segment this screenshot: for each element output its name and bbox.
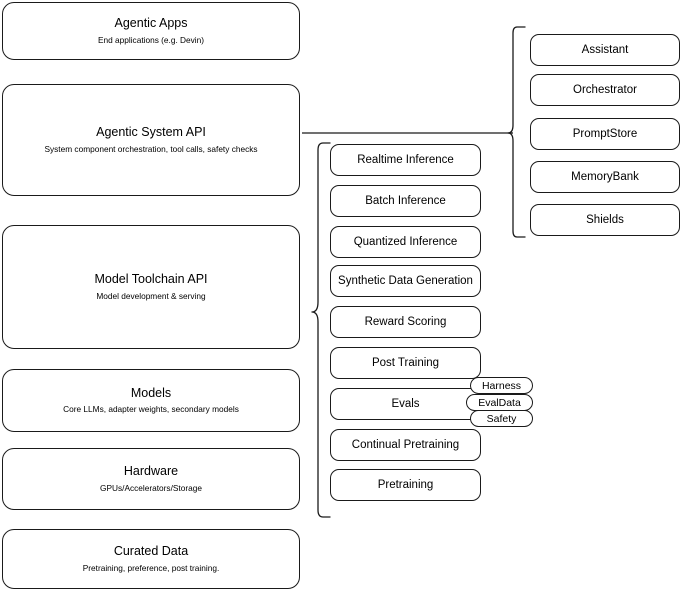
toolchain-capability-quantized-inference[interactable]: Quantized Inference bbox=[330, 226, 481, 258]
system-component-shields[interactable]: Shields bbox=[530, 204, 680, 236]
brace-path bbox=[311, 142, 331, 518]
brace-path bbox=[507, 26, 526, 238]
toolchain-capability-realtime-inference[interactable]: Realtime Inference bbox=[330, 144, 481, 176]
eval-subcomponent-evaldata[interactable]: EvalData bbox=[466, 394, 533, 411]
eval-subcomponent-harness[interactable]: Harness bbox=[470, 377, 533, 394]
layer-box-agentic-system-api[interactable]: Agentic System API System component orch… bbox=[2, 84, 300, 196]
layer-title: Curated Data bbox=[113, 544, 189, 559]
system-component-label: Orchestrator bbox=[573, 83, 637, 96]
toolchain-capability-label: Synthetic Data Generation bbox=[338, 274, 473, 287]
system-component-label: PromptStore bbox=[572, 127, 638, 140]
layer-box-curated-data[interactable]: Curated Data Pretraining, preference, po… bbox=[2, 529, 300, 589]
toolchain-capability-label: Evals bbox=[391, 397, 420, 410]
layer-subtitle: Pretraining, preference, post training. bbox=[82, 562, 220, 573]
system-component-label: Shields bbox=[586, 213, 624, 226]
toolchain-capability-label: Reward Scoring bbox=[364, 315, 447, 328]
layer-subtitle: Model development & serving bbox=[96, 290, 206, 301]
brace-system-components bbox=[507, 26, 526, 238]
toolchain-capability-batch-inference[interactable]: Batch Inference bbox=[330, 185, 481, 217]
layer-box-agentic-apps[interactable]: Agentic Apps End applications (e.g. Devi… bbox=[2, 2, 300, 60]
layer-box-models[interactable]: Models Core LLMs, adapter weights, secon… bbox=[2, 369, 300, 432]
system-component-promptstore[interactable]: PromptStore bbox=[530, 118, 680, 150]
system-component-label: Assistant bbox=[581, 43, 629, 56]
layer-box-hardware[interactable]: Hardware GPUs/Accelerators/Storage bbox=[2, 448, 300, 510]
layer-title: Agentic System API bbox=[96, 125, 206, 140]
toolchain-capability-synthetic-data-generation[interactable]: Synthetic Data Generation bbox=[330, 265, 481, 297]
toolchain-capability-evals[interactable]: Evals bbox=[330, 388, 481, 420]
system-component-orchestrator[interactable]: Orchestrator bbox=[530, 74, 680, 106]
toolchain-capability-label: Continual Pretraining bbox=[351, 438, 460, 451]
toolchain-capability-label: Batch Inference bbox=[365, 194, 446, 207]
toolchain-capability-pretraining[interactable]: Pretraining bbox=[330, 469, 481, 501]
toolchain-capability-continual-pretraining[interactable]: Continual Pretraining bbox=[330, 429, 481, 461]
system-component-assistant[interactable]: Assistant bbox=[530, 34, 680, 66]
layer-box-model-toolchain-api[interactable]: Model Toolchain API Model development & … bbox=[2, 225, 300, 349]
system-component-memorybank[interactable]: MemoryBank bbox=[530, 161, 680, 193]
toolchain-capability-label: Post Training bbox=[371, 356, 440, 369]
layer-subtitle: Core LLMs, adapter weights, secondary mo… bbox=[63, 404, 239, 415]
layer-subtitle: System component orchestration, tool cal… bbox=[44, 143, 258, 154]
eval-subcomponent-safety[interactable]: Safety bbox=[470, 410, 533, 427]
layer-subtitle: GPUs/Accelerators/Storage bbox=[100, 482, 202, 493]
toolchain-capability-label: Realtime Inference bbox=[357, 153, 454, 166]
layer-title: Agentic Apps bbox=[114, 16, 188, 31]
toolchain-capability-post-training[interactable]: Post Training bbox=[330, 347, 481, 379]
layer-title: Hardware bbox=[123, 464, 179, 479]
toolchain-capability-reward-scoring[interactable]: Reward Scoring bbox=[330, 306, 481, 338]
layer-title: Models bbox=[130, 385, 172, 400]
toolchain-capability-label: Quantized Inference bbox=[353, 235, 458, 248]
layer-title: Model Toolchain API bbox=[94, 272, 208, 287]
layer-subtitle: End applications (e.g. Devin) bbox=[97, 34, 205, 45]
toolchain-capability-label: Pretraining bbox=[377, 478, 434, 491]
system-component-label: MemoryBank bbox=[571, 170, 639, 183]
